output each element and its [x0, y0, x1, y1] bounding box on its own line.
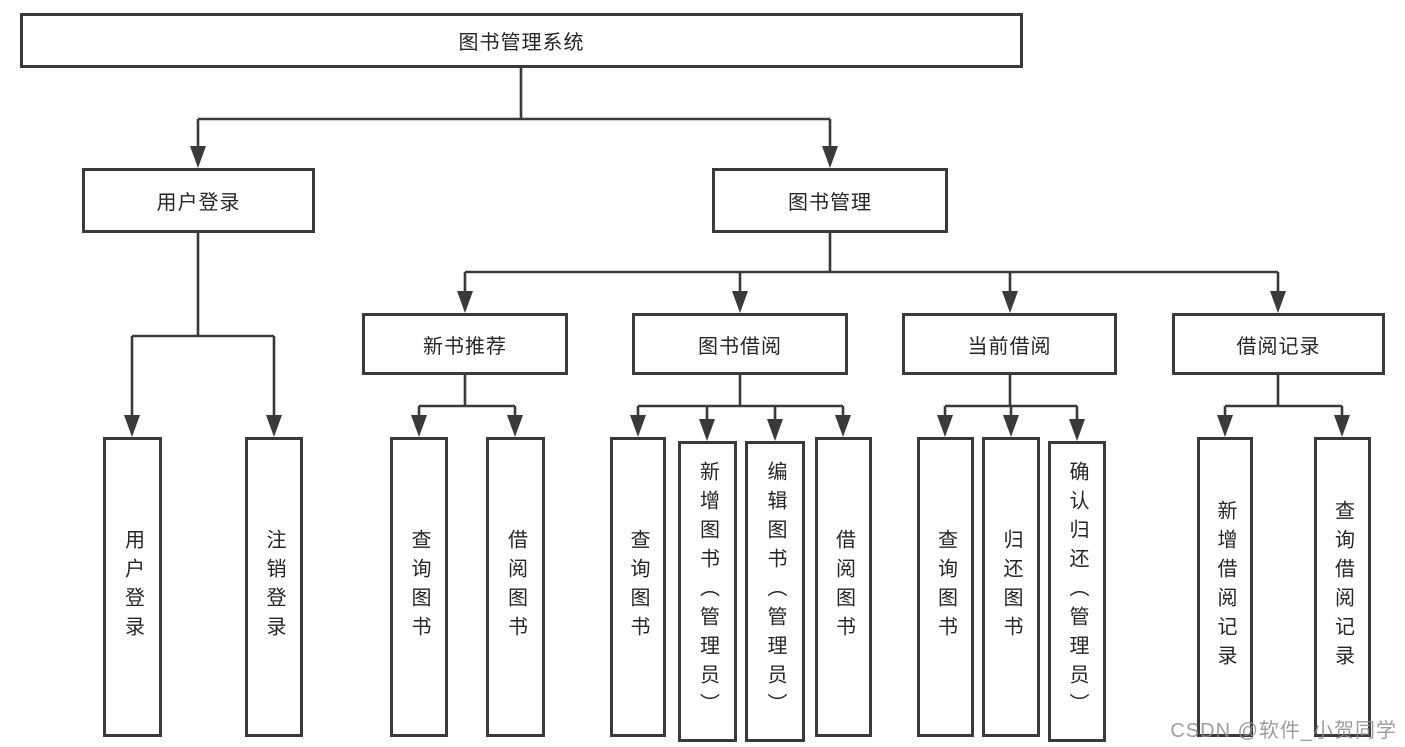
leaf-query-borrow-record: 查询借阅记录 [1314, 437, 1371, 737]
node-book-management: 图书管理 [712, 168, 948, 233]
node-book-borrowing: 图书借阅 [632, 313, 848, 375]
leaf-confirm-return-admin: 确认归还（管理员） [1048, 441, 1106, 742]
leaf-logout: 注销登录 [245, 437, 303, 737]
node-library-management-system: 图书管理系统 [20, 13, 1023, 68]
leaf-query-books-1: 查询图书 [390, 437, 448, 737]
leaf-query-books-3: 查询图书 [917, 437, 974, 737]
node-current-borrowing: 当前借阅 [902, 313, 1117, 375]
leaf-borrow-books-2: 借阅图书 [815, 437, 872, 737]
leaf-borrow-books-1: 借阅图书 [486, 437, 545, 737]
leaf-user-login: 用户登录 [103, 437, 162, 737]
leaf-add-books-admin: 新增图书（管理员） [678, 441, 737, 742]
leaf-query-books-2: 查询图书 [610, 437, 666, 737]
node-borrowing-records: 借阅记录 [1172, 313, 1385, 375]
leaf-add-borrow-record: 新增借阅记录 [1197, 437, 1253, 737]
leaf-edit-books-admin: 编辑图书（管理员） [745, 441, 805, 742]
node-user-login: 用户登录 [82, 168, 315, 233]
csdn-watermark: CSDN @软件_小贺同学 [1170, 720, 1397, 742]
node-new-book-recommendation: 新书推荐 [362, 313, 568, 375]
leaf-return-books: 归还图书 [982, 437, 1040, 737]
